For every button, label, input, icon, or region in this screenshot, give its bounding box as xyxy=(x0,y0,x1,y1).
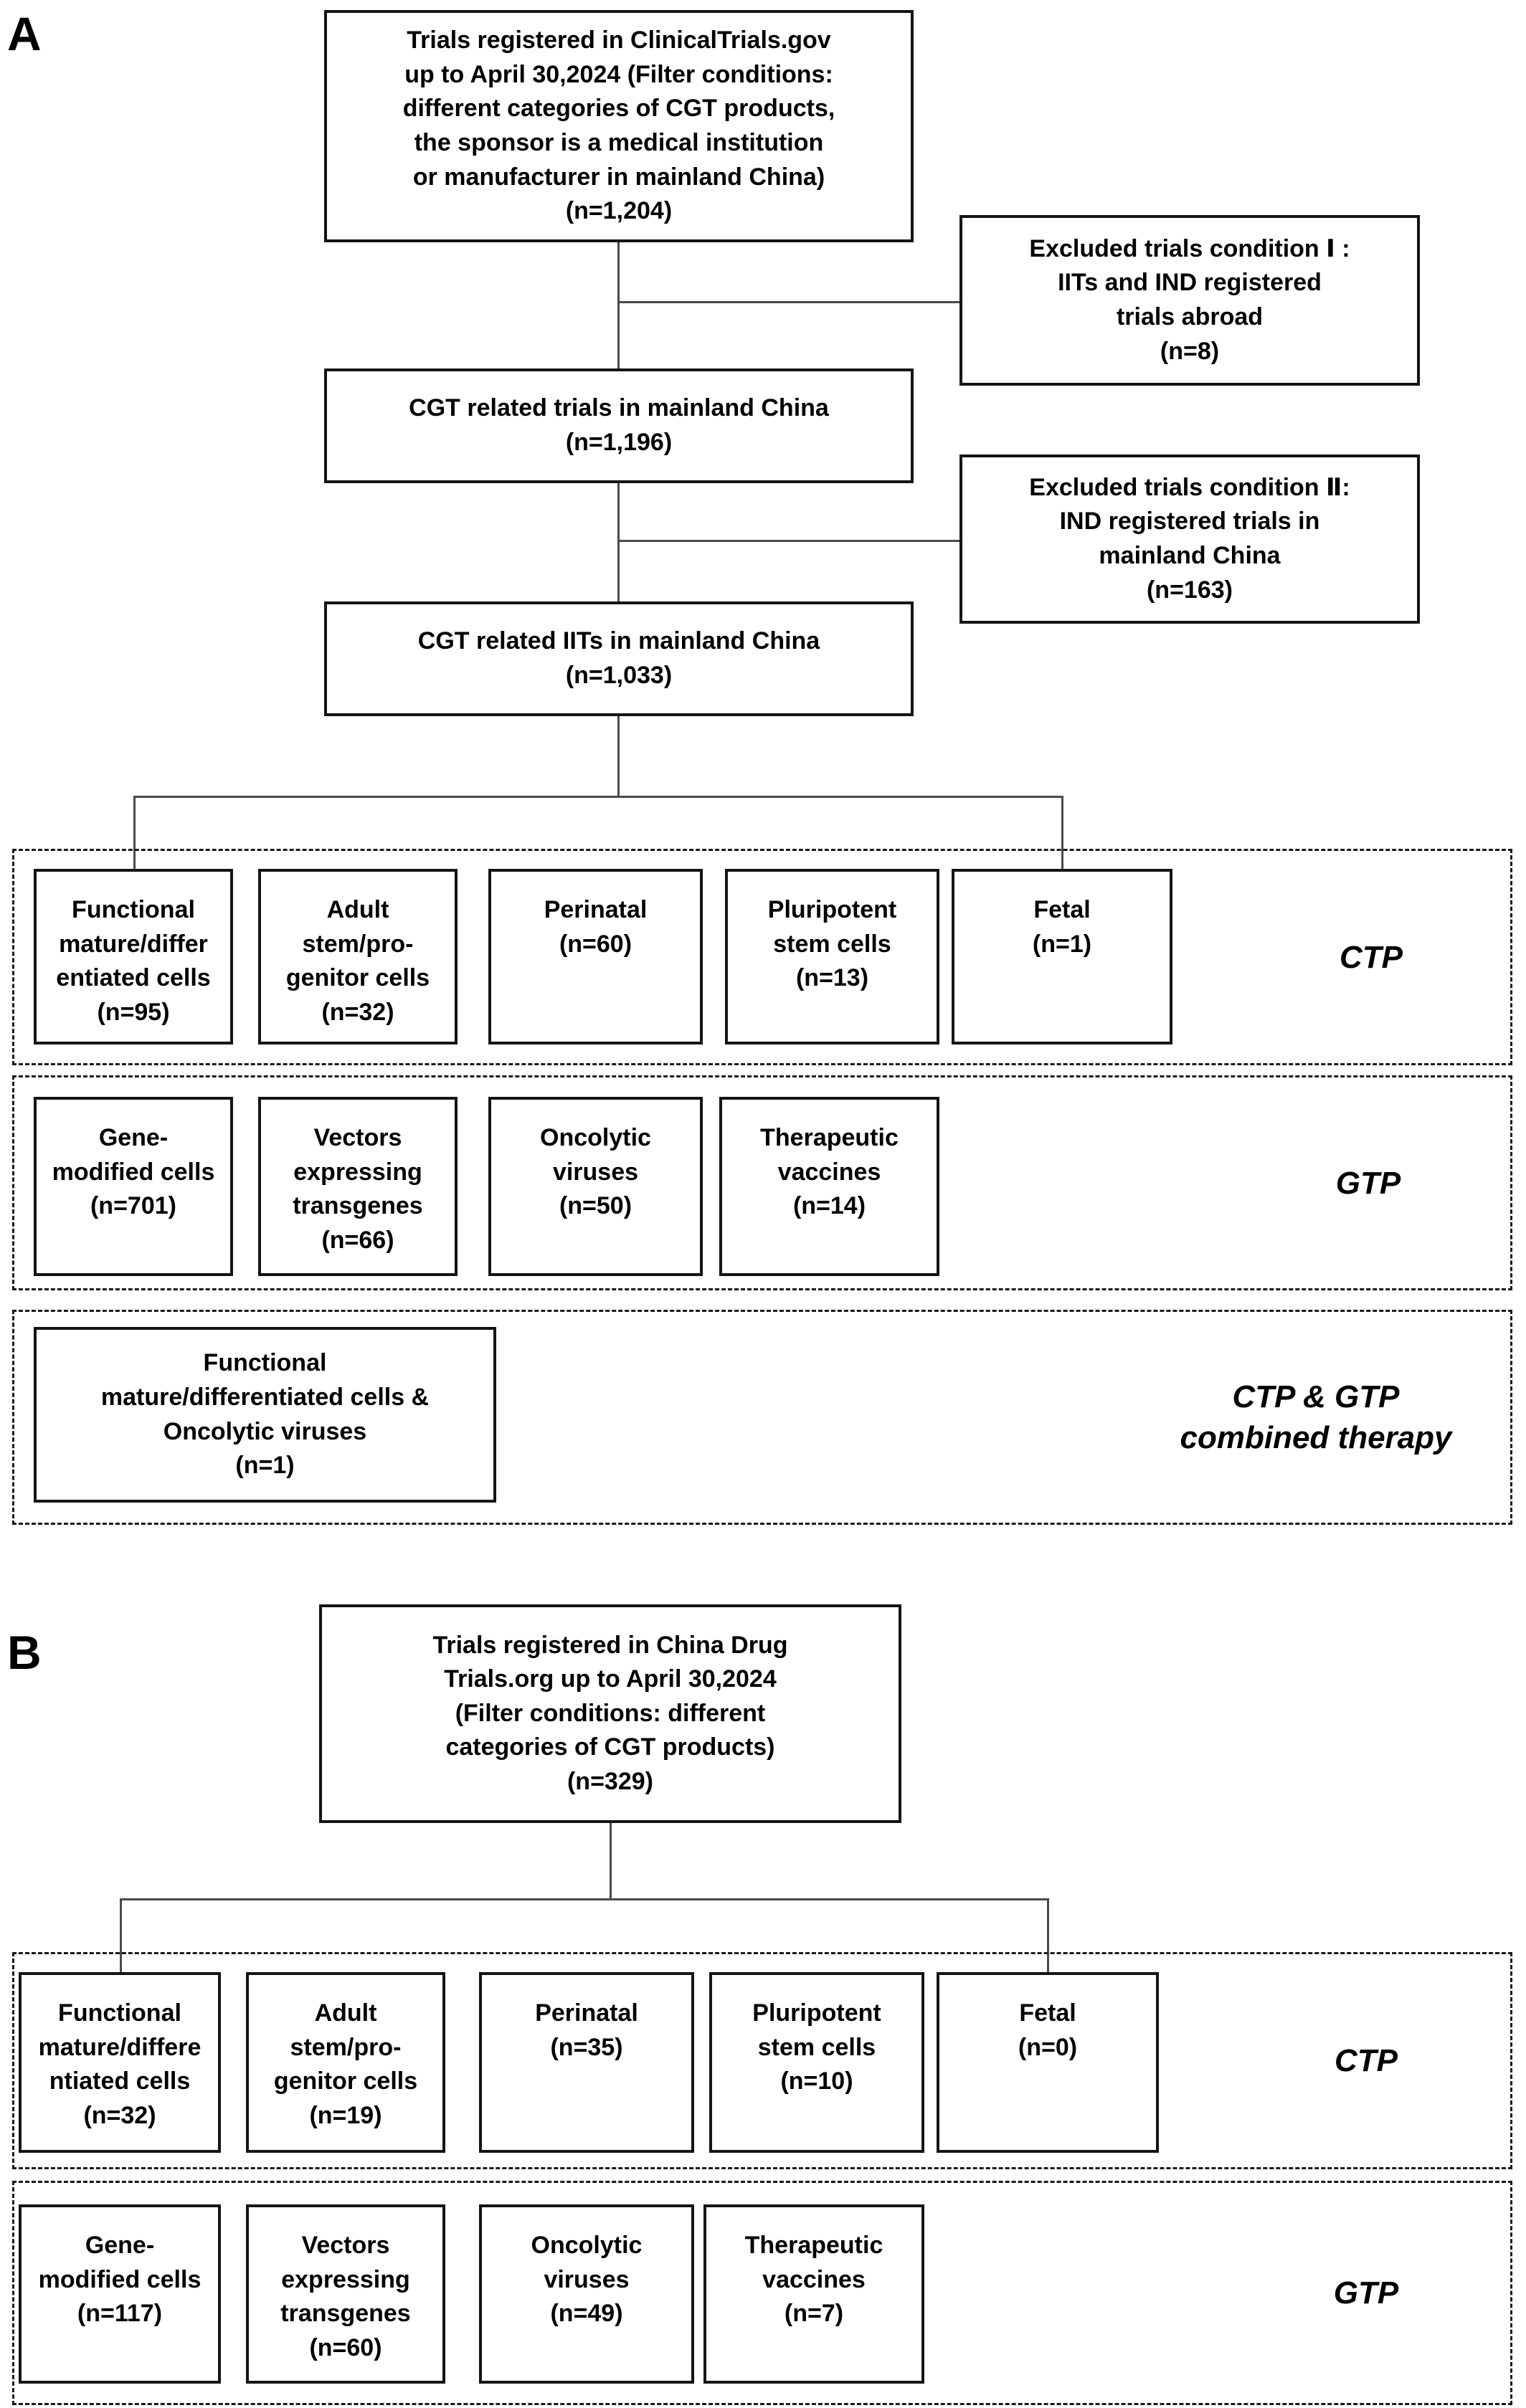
panel-b-letter: B xyxy=(7,1626,42,1679)
connector-b-source-down xyxy=(610,1823,612,1900)
panel-b-ctp-box-fetal: Fetal (n=0) xyxy=(937,1972,1159,2153)
panel-a-source-box: Trials registered in ClinicalTrials.gov … xyxy=(324,10,914,242)
panel-b-gtp-box-vectors: Vectors expressing transgenes (n=60) xyxy=(246,2204,445,2384)
panel-b-ctp-group xyxy=(12,1952,1512,2169)
panel-b-gtp-group xyxy=(12,2181,1512,2405)
panel-a-iits-box: CGT related IITs in mainland China (n=1,… xyxy=(324,601,914,716)
panel-b-gtp-box-vaccines: Therapeutic vaccines (n=7) xyxy=(703,2204,924,2384)
panel-b-ctp-box-perinatal: Perinatal (n=35) xyxy=(479,1972,694,2153)
panel-a-combined-box: Functional mature/differentiated cells &… xyxy=(34,1327,496,1503)
panel-b-ctp-label: CTP xyxy=(1335,2043,1398,2078)
panel-a-ctp-group xyxy=(12,849,1512,1065)
panel-a-gtp-box-vaccines: Therapeutic vaccines (n=14) xyxy=(719,1097,939,1276)
panel-a-letter: A xyxy=(7,7,42,60)
connector-a-iits-down xyxy=(617,716,620,797)
panel-b-source-box: Trials registered in China Drug Trials.o… xyxy=(319,1604,901,1823)
panel-a-gtp-box-gene-modified: Gene- modified cells (n=701) xyxy=(34,1097,233,1276)
connector-a-drop-left xyxy=(133,796,136,870)
panel-a-gtp-label: GTP xyxy=(1335,1166,1401,1201)
connector-a-branch-excluded-1 xyxy=(617,301,961,303)
panel-b-gtp-box-gene-modified: Gene- modified cells (n=117) xyxy=(19,2204,221,2384)
panel-a-trials-box: CGT related trials in mainland China (n=… xyxy=(324,368,914,483)
panel-b-ctp-box-adult-stem: Adult stem/pro- genitor cells (n=19) xyxy=(246,1972,445,2153)
panel-a-combined-label: CTP & GTP combined therapy xyxy=(1180,1379,1452,1456)
panel-a-ctp-box-pluripotent: Pluripotent stem cells (n=13) xyxy=(725,869,939,1044)
connector-a-horizontal-branch xyxy=(133,796,1063,798)
panel-b-ctp-box-pluripotent: Pluripotent stem cells (n=10) xyxy=(709,1972,924,2153)
connector-a-source-to-trials xyxy=(617,242,620,370)
panel-a-ctp-box-perinatal: Perinatal (n=60) xyxy=(488,869,703,1044)
panel-a-ctp-box-adult-stem: Adult stem/pro- genitor cells (n=32) xyxy=(258,869,458,1044)
panel-a-ctp-box-fetal: Fetal (n=1) xyxy=(952,869,1172,1044)
panel-a-gtp-box-oncolytic: Oncolytic viruses (n=50) xyxy=(488,1097,703,1276)
connector-b-drop-left xyxy=(120,1898,122,1974)
panel-a-gtp-box-vectors: Vectors expressing transgenes (n=66) xyxy=(258,1097,458,1276)
connector-b-horizontal-branch xyxy=(120,1898,1049,1900)
panel-a-gtp-group xyxy=(12,1075,1512,1290)
connector-a-drop-right xyxy=(1061,796,1063,870)
panel-b-gtp-label: GTP xyxy=(1333,2275,1399,2311)
panel-a-combined-group xyxy=(12,1310,1512,1525)
panel-a-excluded-1-box: Excluded trials condition Ⅰ : IITs and I… xyxy=(959,215,1420,386)
panel-a-ctp-box-functional: Functional mature/differ entiated cells … xyxy=(34,869,233,1044)
connector-a-branch-excluded-2 xyxy=(617,540,961,542)
panel-a-excluded-2-box: Excluded trials condition Ⅱ: IND registe… xyxy=(959,455,1420,624)
panel-b-ctp-box-functional: Functional mature/differe ntiated cells … xyxy=(19,1972,221,2153)
panel-b-gtp-box-oncolytic: Oncolytic viruses (n=49) xyxy=(479,2204,694,2384)
connector-b-drop-right xyxy=(1047,1898,1049,1974)
connector-a-trials-to-iits xyxy=(617,482,620,603)
panel-a-ctp-label: CTP xyxy=(1340,940,1403,975)
